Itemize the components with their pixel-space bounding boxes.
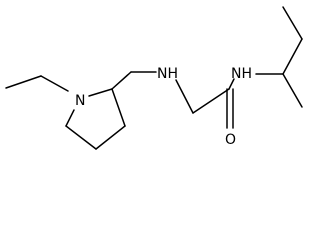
pyrrolidine-ring	[65, 88, 126, 150]
carbonyl-group	[226, 78, 235, 129]
bond-ring-c5-n	[65, 109, 75, 127]
bond-ch-ch3	[282, 73, 303, 108]
carbonyl-oxygen-label: O	[225, 132, 236, 148]
bond-ethyl-ch3	[5, 75, 42, 89]
ring-nitrogen-label: N	[75, 93, 85, 109]
bond-ring-c4-c5	[65, 125, 97, 150]
amide-nh-label: NH	[231, 66, 252, 82]
bond-carbonyl-n	[228, 78, 235, 90]
bond-ring-c3-c4	[95, 125, 126, 150]
ethyl-group	[5, 75, 69, 92]
sec-butyl-group	[255, 6, 303, 108]
bond-ethyl-ch2	[40, 75, 69, 92]
bond-ring-c2-c3	[111, 88, 126, 127]
bond-ch2-carbonyl	[192, 88, 230, 114]
linker-chain	[111, 71, 230, 114]
bond-ring-n-c2	[88, 88, 113, 97]
bond-c2-ch2	[111, 71, 132, 90]
bond-nh-ch2	[175, 79, 194, 114]
molecule-diagram: N NH NH O	[5, 6, 303, 150]
bond-ch2-ch3	[282, 6, 303, 40]
amine-nh-label: NH	[157, 66, 178, 82]
bond-ch-ch2	[282, 38, 303, 75]
